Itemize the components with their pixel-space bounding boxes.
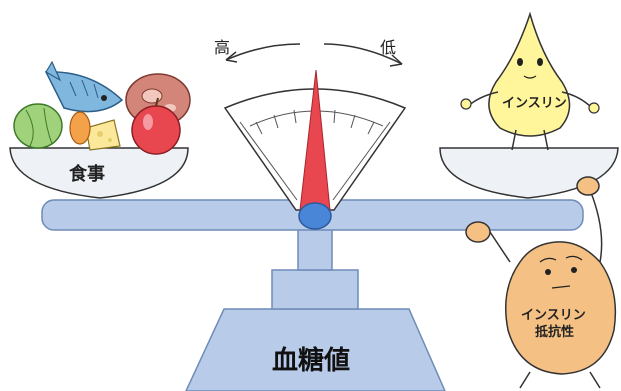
insulin-resistance-label-line1: インスリン [521,308,586,323]
apple-icon [131,97,181,155]
pivot [298,202,332,230]
fish-icon [44,60,124,113]
insulin-drop-character-icon [460,11,600,151]
gauge-ticks [255,109,375,135]
gauge-inner-left [239,121,298,201]
low-arrow [323,43,403,65]
lettuce-icon [13,103,63,149]
meal-pan [9,147,189,199]
meal-label: 食事 [69,164,105,185]
high-arrow [225,43,301,61]
high-label: 高 [214,38,231,57]
low-label: 低 [380,38,397,57]
low-arrow-head [389,54,403,67]
insulin-resistance-label-line2: 抵抗性 [535,325,575,340]
insulin-resistance-character-icon [465,176,617,389]
food-items [13,60,191,155]
scale-icon [41,69,584,391]
scale-base-block [271,269,359,310]
gauge-inner-right [332,121,391,201]
carrot-icon [69,111,91,145]
insulin-pan [439,147,619,199]
blood-glucose-label: 血糖値 [272,346,351,376]
insulin-label: インスリン [502,96,567,111]
cheese-icon [85,119,121,151]
high-arrow-head [225,51,238,63]
